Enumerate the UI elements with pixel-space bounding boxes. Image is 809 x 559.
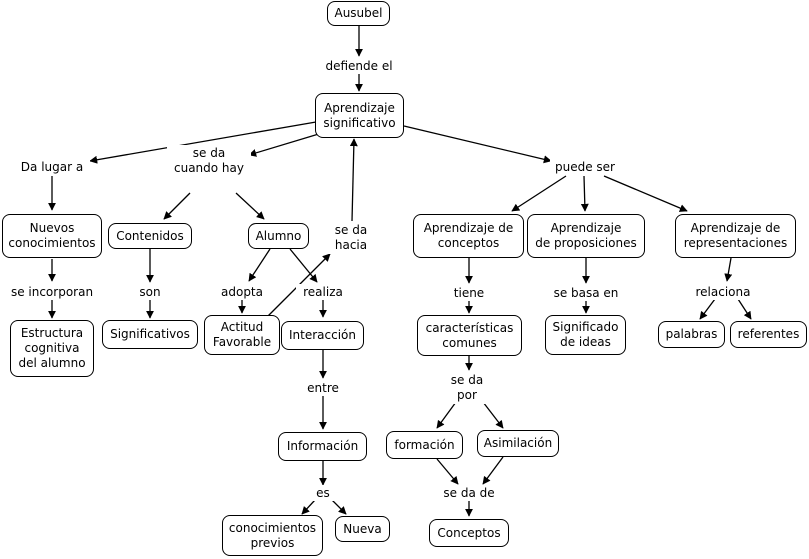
link-se-incorporan: se incorporan [5, 284, 99, 300]
link-se-basa-en: se basa en [548, 285, 624, 301]
edge-aprendizaje-dalugar [89, 121, 317, 164]
concept-interaccion: Interacción [281, 321, 364, 350]
edge-cuando-contenidos [163, 192, 191, 220]
concept-conceptos: Conceptos [429, 519, 509, 547]
link-tiene: tiene [446, 285, 492, 301]
concept-aprendizaje-significativo: Aprendizaje significativo [315, 93, 404, 138]
concept-palabras: palabras [658, 321, 725, 348]
concept-aprendizaje-conceptos: Aprendizaje de conceptos [413, 214, 524, 258]
concept-significativos: Significativos [102, 320, 198, 349]
edge-aprendizaje-puedeser [403, 125, 552, 164]
concept-caracteristicas-comunes: características comunes [417, 315, 522, 356]
edge-puede-proposiciones [580, 175, 589, 212]
edge-es-previos [301, 499, 316, 515]
concept-estructura-cognitiva: Estructura cognitiva del alumno [10, 320, 94, 377]
link-se-da-por: se da por [443, 372, 491, 404]
concept-actitud-favorable: Actitud Favorable [204, 315, 280, 355]
edge-formacion-sedade [436, 458, 459, 485]
concept-aprendizaje-proposiciones: Aprendizaje de proposiciones [527, 214, 645, 258]
concept-alumno: Alumno [248, 223, 309, 249]
edge-puede-conceptos [511, 175, 567, 212]
edge-alumno-realiza [289, 248, 318, 283]
link-relaciona: relaciona [690, 284, 756, 300]
link-se-da-de: se da de [436, 485, 502, 501]
edge-alumno-adopta [248, 248, 271, 282]
edge-relaciona-palabras [699, 298, 716, 320]
edge-aprendizaje-sedacuando [248, 132, 323, 157]
concept-informacion: Información [278, 432, 367, 461]
link-da-lugar-a: Da lugar a [14, 159, 90, 175]
concept-significado-ideas: Significado de ideas [545, 315, 626, 355]
concept-referentes: referentes [730, 321, 807, 348]
edge-es-nueva [331, 499, 347, 515]
concept-contenidos: Contenidos [108, 223, 192, 249]
concept-asimilacion: Asimilación [477, 430, 559, 457]
concept-conocimientos-previos: conocimientos previos [222, 515, 323, 556]
edge-sedapor-asimilacion [482, 401, 504, 429]
edge-relaciona-referentes [737, 298, 752, 320]
link-adopta: adopta [214, 284, 270, 300]
edge-sedahacia-aprendizaje [349, 138, 358, 222]
concept-formacion: formación [386, 431, 463, 459]
concept-nueva: Nueva [335, 516, 390, 542]
concept-ausubel: Ausubel [327, 1, 390, 26]
link-puede-ser: puede ser [550, 159, 620, 175]
link-defiende-el: defiende el [320, 58, 398, 74]
link-entre: entre [299, 380, 347, 396]
concept-nuevos-conocimientos: Nuevos conocimientos [2, 214, 102, 258]
concept-aprendizaje-representaciones: Aprendizaje de representaciones [675, 214, 796, 258]
edge-sedapor-formacion [436, 401, 457, 429]
link-se-da-cuando-hay: se da cuando hay [167, 145, 251, 177]
link-son: son [128, 284, 172, 300]
link-realiza: realiza [296, 284, 350, 300]
link-es: es [308, 485, 338, 501]
edge-cuando-alumno [235, 192, 265, 220]
edge-representaciones-relaciona [724, 257, 733, 282]
edge-puede-representaciones [603, 175, 688, 212]
link-se-da-hacia: se da hacia [328, 222, 374, 254]
edge-asimilacion-sedade [482, 456, 504, 485]
